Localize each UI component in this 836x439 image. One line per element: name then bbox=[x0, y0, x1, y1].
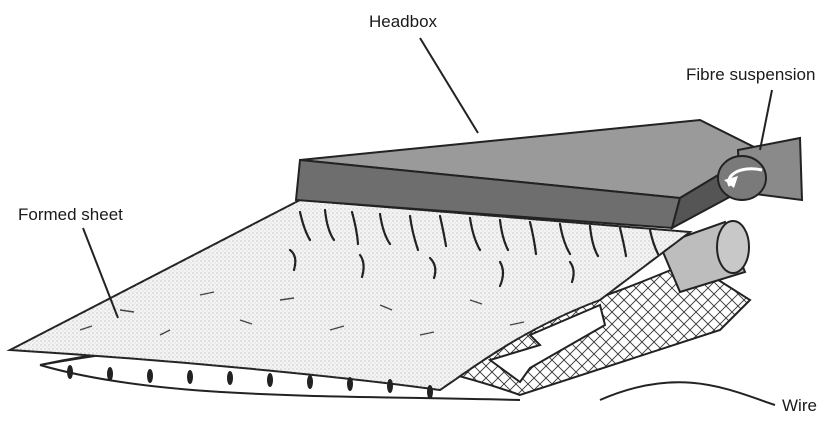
formed-sheet-label: Formed sheet bbox=[18, 205, 123, 225]
headbox-label: Headbox bbox=[369, 12, 437, 32]
wire-label: Wire bbox=[782, 396, 817, 416]
fibre-suspension-label: Fibre suspension bbox=[686, 65, 815, 85]
fibre-suspension-leader bbox=[760, 90, 772, 150]
wire-leader bbox=[600, 382, 775, 405]
headbox-leader bbox=[420, 38, 478, 133]
